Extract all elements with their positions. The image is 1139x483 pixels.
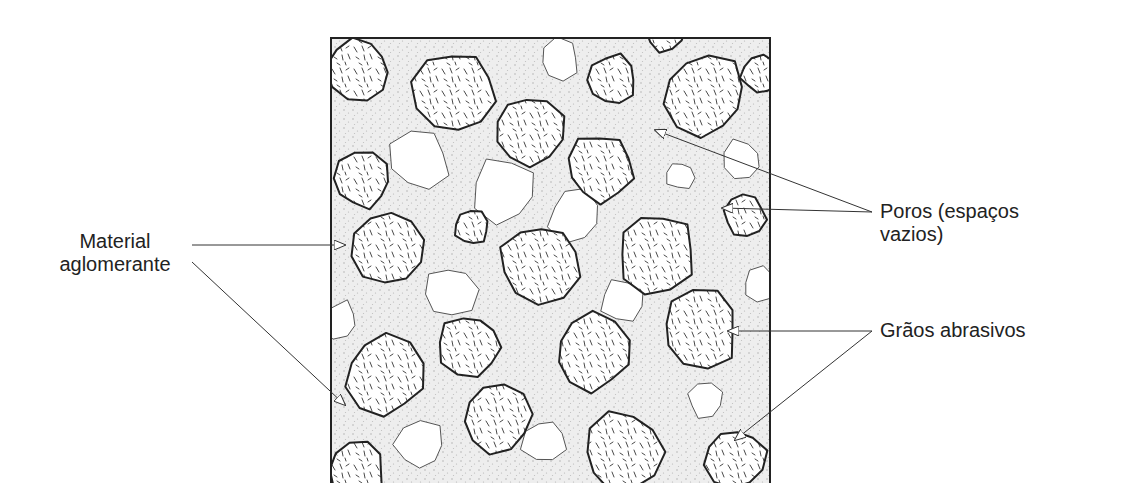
pore <box>390 131 449 189</box>
abrasive-grain <box>569 138 634 204</box>
leader-lines <box>192 130 872 440</box>
pore <box>724 139 759 179</box>
abrasive-grain <box>587 54 633 104</box>
leader-line <box>192 262 345 405</box>
leader-line <box>192 245 345 246</box>
abrasive-grain <box>667 290 733 369</box>
section-outline <box>331 38 770 483</box>
abrasive-grain <box>664 56 742 139</box>
grain-label: Grãos abrasivos <box>880 319 1120 342</box>
abrasive-grain <box>645 38 686 53</box>
pore <box>688 383 723 418</box>
abrasive-grain <box>352 213 425 283</box>
pore <box>393 421 442 469</box>
pore <box>426 270 480 315</box>
pore-label: Poros (espaços vazios) <box>880 200 1050 246</box>
abrasive-grain <box>345 333 423 417</box>
leader-line <box>728 331 872 332</box>
abrasive-grain <box>497 100 564 167</box>
abrasive-grain <box>740 55 770 93</box>
pore <box>746 266 770 302</box>
abrasive-grain <box>455 211 487 243</box>
pores <box>331 38 770 468</box>
abrasive-grain <box>622 218 691 294</box>
leader-line <box>655 130 872 212</box>
leader-line <box>735 331 872 440</box>
abrasive-grain <box>465 384 533 454</box>
binder-label: Material aglomerante <box>40 230 190 276</box>
abrasive-grain <box>559 311 630 394</box>
abrasive-grains <box>331 38 770 483</box>
leader-line <box>722 208 872 212</box>
pore <box>667 164 695 189</box>
abrasive-grain <box>724 194 767 236</box>
abrasive-grain <box>411 57 496 130</box>
pore <box>543 38 577 81</box>
abrasive-grain <box>334 152 388 209</box>
pore <box>331 300 355 339</box>
abrasive-grain <box>500 229 580 305</box>
binder-ground <box>331 38 770 483</box>
abrasive-grain <box>440 318 501 377</box>
abrasive-grain <box>331 442 382 483</box>
abrasive-grain <box>588 411 666 483</box>
abrasive-grain <box>331 38 388 101</box>
